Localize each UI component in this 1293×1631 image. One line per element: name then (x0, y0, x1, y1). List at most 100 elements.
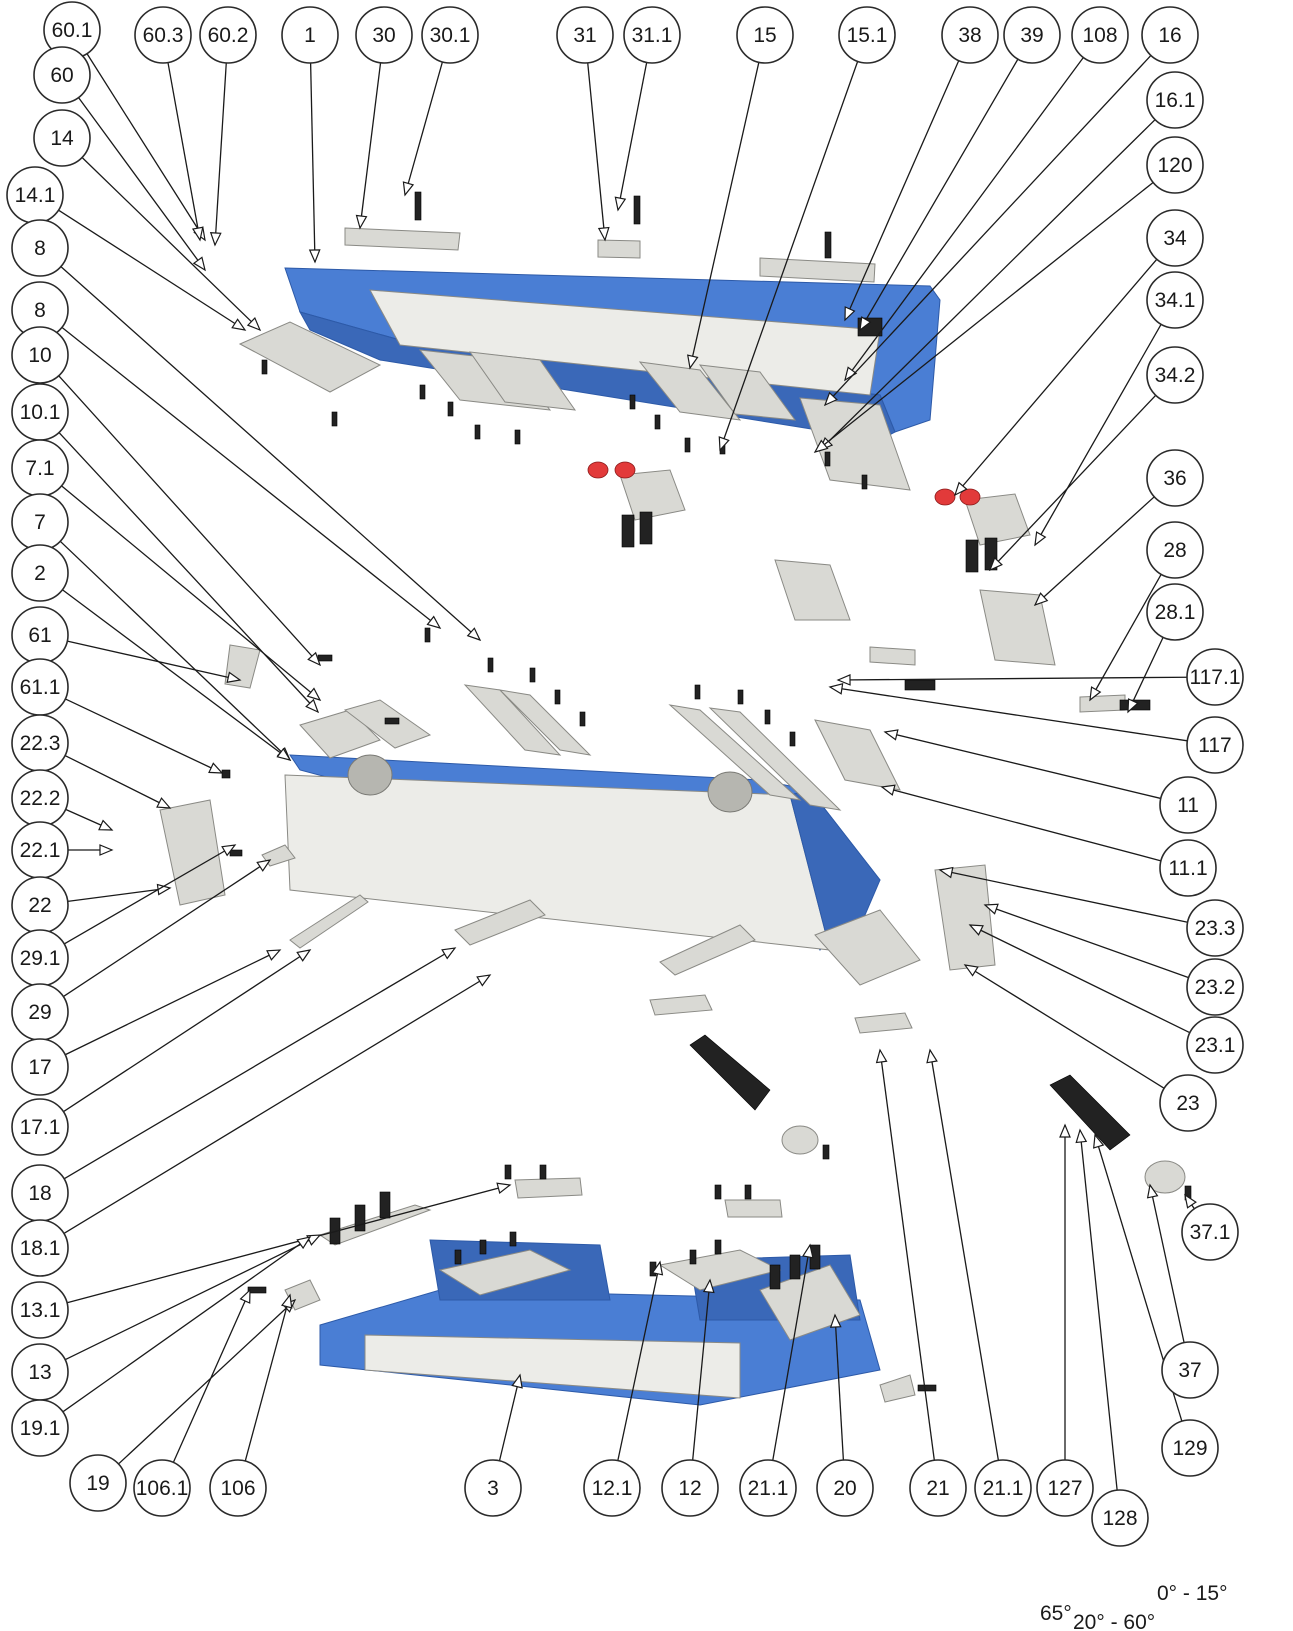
callout-label-14.1: 14.1 (15, 184, 56, 207)
callout-label-13.1: 13.1 (20, 1299, 61, 1322)
leader-line-34.1 (1034, 323, 1162, 546)
callout-circle-12.1 (583, 1459, 641, 1517)
arrowhead-60.3 (191, 226, 204, 242)
arrowhead-18.1 (476, 974, 492, 987)
callout-label-23.3: 23.3 (1195, 917, 1236, 940)
leader-line-14.1 (58, 209, 246, 331)
leader-line-60.3 (167, 62, 201, 241)
leader-line-15 (689, 62, 760, 369)
bracket-23 (934, 864, 996, 971)
callout-circle-37.1 (1181, 1203, 1239, 1261)
arrowhead-12 (702, 1278, 715, 1294)
leader-line-22 (67, 887, 171, 903)
leader-line-14 (81, 157, 261, 331)
callout-label-120: 120 (1157, 154, 1192, 177)
leader-line-8 (61, 326, 441, 629)
leader-line-60.2 (214, 62, 227, 246)
leader-line-16 (824, 55, 1152, 406)
callout-label-15.1: 15.1 (847, 24, 888, 47)
top-frame-assembly (238, 191, 941, 491)
callout-label-60: 60 (50, 64, 73, 87)
arrowhead-23 (963, 964, 979, 977)
callout-circle-23.2 (1186, 958, 1244, 1016)
callout-label-31.1: 31.1 (632, 24, 673, 47)
callout-label-17.1: 17.1 (20, 1116, 61, 1139)
leader-line-120 (814, 181, 1154, 453)
leader-line-23 (964, 964, 1165, 1089)
callout-label-22.2: 22.2 (20, 787, 61, 810)
callout-circle-16.1 (1146, 71, 1204, 129)
callout-circle-21 (909, 1459, 967, 1517)
leader-line-23.1 (969, 924, 1191, 1034)
bar-30 (344, 227, 461, 251)
arrowhead-39 (859, 316, 872, 332)
leader-line-117.1 (837, 676, 1188, 681)
callout-label-127: 127 (1047, 1477, 1082, 1500)
block-36 (979, 589, 1056, 666)
callout-label-22.3: 22.3 (20, 732, 61, 755)
leader-line-13.1 (66, 1184, 511, 1304)
middle-frame-assembly (221, 627, 921, 986)
callout-label-61: 61 (28, 624, 51, 647)
arrowhead-17 (266, 949, 282, 961)
leader-line-60 (78, 97, 206, 271)
arrowhead-7.1 (306, 687, 322, 701)
leader-line-15.1 (719, 61, 859, 451)
callout-circle-14 (33, 109, 91, 167)
block-28 (1079, 694, 1126, 713)
callout-label-22: 22 (28, 894, 51, 917)
callout-label-23.1: 23.1 (1195, 1034, 1236, 1057)
callout-label-61.1: 61.1 (20, 676, 61, 699)
callout-label-28: 28 (1163, 539, 1186, 562)
leader-line-13 (64, 1234, 321, 1361)
arrowhead-10 (307, 651, 322, 667)
leader-line-17 (64, 949, 281, 1056)
callout-circle-19.1 (11, 1399, 69, 1457)
callout-circle-23.1 (1186, 1016, 1244, 1074)
strip-8a (463, 684, 562, 756)
arrowhead-128 (1075, 1128, 1088, 1144)
angle-label-20-60: 20° - 60° (1073, 1611, 1155, 1631)
callout-label-21.1: 21.1 (748, 1477, 789, 1500)
arrowhead-106.1 (239, 1288, 251, 1304)
arrowhead-31 (597, 226, 610, 242)
arrowhead-61 (226, 671, 242, 683)
callout-label-31: 31 (573, 24, 596, 47)
plate-16 (799, 397, 911, 491)
callout-circle-106.1 (133, 1459, 191, 1517)
callout-circle-31 (556, 6, 614, 64)
callout-label-60.1: 60.1 (52, 19, 93, 42)
arrowhead-19.1 (296, 1236, 312, 1250)
leader-line-34 (954, 258, 1158, 496)
callout-label-16.1: 16.1 (1155, 89, 1196, 112)
leader-line-128 (1079, 1129, 1118, 1491)
arrowhead-28 (1089, 686, 1102, 702)
bottom-frame-assembly (284, 1231, 916, 1406)
callout-circle-117 (1186, 716, 1244, 774)
callout-circle-30 (355, 6, 413, 64)
callout-circle-127 (1036, 1459, 1094, 1517)
callout-label-13: 13 (28, 1361, 51, 1384)
arrowhead-28.1 (1127, 698, 1139, 714)
leader-line-21.1 (772, 1244, 811, 1461)
callout-label-8: 8 (34, 237, 46, 260)
arrowhead-21.1 (926, 1048, 938, 1064)
arrowhead-29 (256, 859, 272, 872)
arrowhead-23.1 (968, 924, 984, 936)
callout-circle-39 (1003, 6, 1061, 64)
leader-line-1 (309, 62, 316, 263)
bracket-22 (159, 799, 226, 906)
leader-line-23.3 (939, 869, 1188, 923)
callout-label-12.1: 12.1 (592, 1477, 633, 1500)
callout-circle-15.1 (838, 6, 896, 64)
arrowhead-11 (883, 729, 899, 741)
callout-label-117.1: 117.1 (1190, 666, 1241, 689)
callout-circle-8 (11, 219, 69, 277)
callout-label-29.1: 29.1 (20, 947, 61, 970)
callout-circle-37 (1161, 1341, 1219, 1399)
leader-line-61 (67, 640, 241, 681)
leader-line-18.1 (63, 974, 491, 1235)
callout-circle-16 (1141, 6, 1199, 64)
strip-17 (289, 894, 369, 949)
